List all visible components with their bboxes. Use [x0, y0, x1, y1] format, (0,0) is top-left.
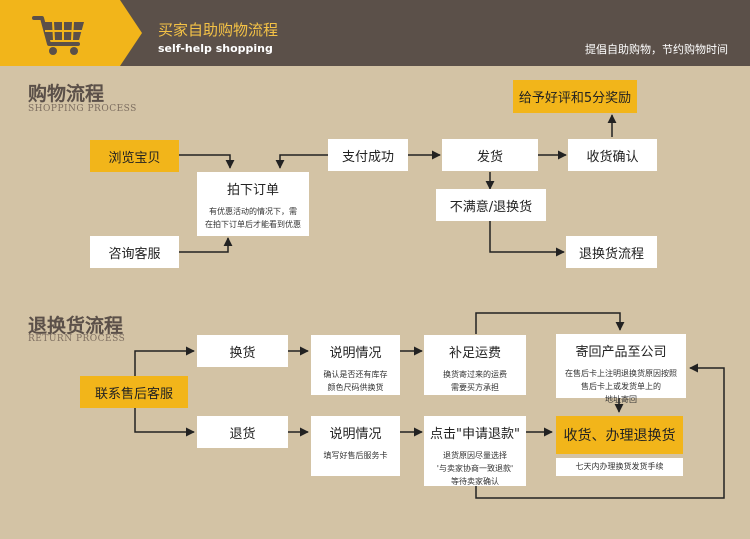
ship-goods-box: 发货	[442, 139, 538, 171]
refund-box: 退货	[197, 416, 288, 448]
pay-shipping-note-1: 换货寄过来的运费	[443, 370, 507, 379]
send-back-note-3: 地址寄回	[605, 395, 637, 404]
confirm-receipt-box: 收货确认	[568, 139, 657, 171]
explain-exchange-box: 说明情况 确认是否还有库存 颜色尺码供换货	[311, 335, 400, 395]
payment-success-box: 支付成功	[328, 139, 408, 171]
pay-shipping-label: 补足运费	[448, 345, 501, 361]
apply-refund-box: 点击"申请退款" 退货原因尽量选择 '与卖家协商一致退款' 等待卖家确认	[424, 416, 526, 486]
receive-handle-label: 收货、办理退换货	[563, 428, 676, 444]
receive-handle-note: 七天内办理换货发货手续	[556, 458, 683, 476]
logo-block	[0, 0, 120, 66]
review-reward-box: 给予好评和5分奖励	[513, 80, 637, 113]
browse-items-box: 浏览宝贝	[90, 140, 179, 172]
unsatisfied-return-box: 不满意/退换货	[436, 189, 546, 221]
explain-exchange-note-2: 颜色尺码供换货	[327, 383, 384, 392]
shopping-section-subtitle: SHOPPING PROCESS	[28, 104, 137, 114]
explain-exchange-label: 说明情况	[329, 345, 382, 361]
apply-refund-note-2: '与卖家协商一致退款'	[436, 464, 514, 473]
pay-shipping-box: 补足运费 换货寄过来的运费 需要买方承担	[424, 335, 526, 395]
receive-handle-box: 收货、办理退换货	[556, 416, 683, 454]
logo-notch	[120, 0, 142, 66]
pay-shipping-note-2: 需要买方承担	[451, 383, 499, 392]
order-note-line-1: 有优惠活动的情况下，需	[209, 207, 297, 216]
shopping-section-title: 购物流程	[28, 83, 105, 105]
apply-refund-note-1: 退货原因尽量选择	[443, 451, 507, 460]
header-slogan: 提倡自助购物，节约购物时间	[585, 43, 728, 56]
order-note-line-2: 在拍下订单后才能看到优惠	[205, 220, 301, 229]
return-process-box: 退换货流程	[566, 236, 657, 268]
shopping-cart-icon	[32, 16, 84, 55]
apply-refund-note-3: 等待卖家确认	[451, 477, 499, 486]
explain-refund-box: 说明情况 填写好售后服务卡	[311, 416, 400, 476]
explain-exchange-note-1: 确认是否还有库存	[323, 370, 388, 379]
return-section-subtitle: RETURN PROCESS	[28, 334, 126, 344]
explain-refund-note-1: 填写好售后服务卡	[323, 451, 388, 460]
header-subtitle: self-help shopping	[158, 42, 273, 55]
send-back-box: 寄回产品至公司 在售后卡上注明退换货原因按照 售后卡上或发货单上的 地址寄回	[556, 334, 686, 404]
header-title: 买家自助购物流程	[158, 21, 279, 39]
explain-refund-label: 说明情况	[329, 426, 382, 442]
send-back-note-1: 在售后卡上注明退换货原因按照	[565, 369, 677, 378]
exchange-box: 换货	[197, 335, 288, 367]
place-order-box: 拍下订单 有优惠活动的情况下，需 在拍下订单后才能看到优惠	[197, 172, 309, 236]
place-order-label: 拍下订单	[226, 182, 279, 198]
apply-refund-label: 点击"申请退款"	[430, 426, 520, 442]
consult-service-box: 咨询客服	[90, 236, 179, 268]
contact-after-sales-box: 联系售后客服	[80, 376, 188, 408]
return-section-title: 退换货流程	[28, 315, 124, 337]
send-back-label: 寄回产品至公司	[575, 344, 667, 360]
send-back-note-2: 售后卡上或发货单上的	[581, 382, 661, 391]
